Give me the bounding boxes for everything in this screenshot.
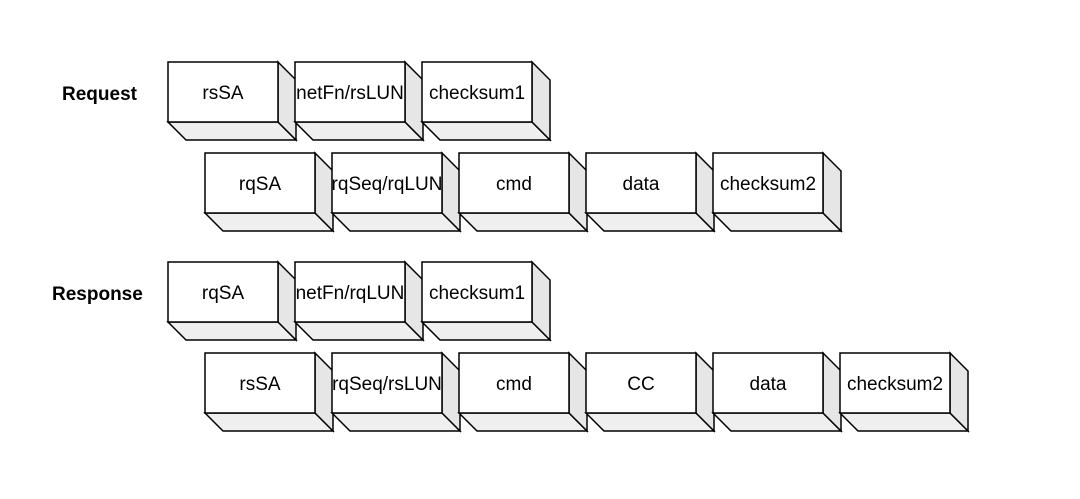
response-row2-block: rqSeq/rsLUN — [330, 351, 462, 433]
block-bottom-face — [330, 212, 462, 232]
block-bottom-face — [203, 212, 335, 232]
block-front-face — [204, 152, 316, 214]
response-row1-block: netFn/rqLUN — [293, 260, 425, 342]
block-label: rqSeq/rsLUN — [332, 374, 442, 395]
block-bottom-face — [457, 212, 589, 232]
block-label: cmd — [496, 174, 532, 195]
block-bottom-face — [166, 321, 298, 341]
block-bottom-face — [420, 121, 552, 141]
block-front-face — [712, 352, 824, 414]
request-label: Request — [62, 84, 137, 105]
block-front-face — [421, 261, 533, 323]
block-bottom-face — [203, 412, 335, 432]
block-front-face — [167, 261, 279, 323]
request-row2-block: checksum2 — [711, 151, 843, 233]
block-bottom-face — [584, 412, 716, 432]
block-front-face — [458, 152, 570, 214]
request-row2-block: data — [584, 151, 716, 233]
block-bottom-face — [166, 121, 298, 141]
block-label: checksum1 — [429, 283, 525, 304]
block-front-face — [331, 352, 443, 414]
block-bottom-face — [293, 121, 425, 141]
block-label: CC — [627, 374, 654, 395]
block-label: rqSA — [202, 283, 245, 304]
request-row2-block: rqSeq/rqLUN — [330, 151, 462, 233]
block-front-face — [167, 61, 279, 123]
response-row2-block: data — [711, 351, 843, 433]
block-bottom-face — [420, 321, 552, 341]
block-front-face — [712, 152, 824, 214]
request-row1-block: checksum1 — [420, 60, 552, 142]
block-label: data — [750, 374, 787, 395]
request-row2-block: rqSA — [203, 151, 335, 233]
block-label: data — [623, 174, 660, 195]
block-label: rqSA — [239, 174, 282, 195]
block-label: netFn/rqLUN — [296, 283, 405, 304]
block-label: rqSeq/rqLUN — [332, 174, 443, 195]
block-front-face — [204, 352, 316, 414]
request-row2-block: cmd — [457, 151, 589, 233]
block-front-face — [585, 352, 697, 414]
block-label: checksum1 — [429, 83, 525, 104]
block-front-face — [421, 61, 533, 123]
block-front-face — [294, 261, 406, 323]
block-front-face — [585, 152, 697, 214]
block-front-face — [458, 352, 570, 414]
request-row1-block: netFn/rsLUN — [293, 60, 425, 142]
response-row1-block: rqSA — [166, 260, 298, 342]
response-row2-block: CC — [584, 351, 716, 433]
response-row2-block: checksum2 — [838, 351, 970, 433]
block-label: checksum2 — [847, 374, 943, 395]
response-row2-block: cmd — [457, 351, 589, 433]
block-label: netFn/rsLUN — [296, 83, 404, 104]
block-bottom-face — [457, 412, 589, 432]
block-label: cmd — [496, 374, 532, 395]
block-bottom-face — [293, 321, 425, 341]
request-row1-block: rsSA — [166, 60, 298, 142]
block-bottom-face — [584, 212, 716, 232]
block-label: rsSA — [202, 83, 244, 104]
response-row1-block: checksum1 — [420, 260, 552, 342]
response-row2-block: rsSA — [203, 351, 335, 433]
block-bottom-face — [330, 412, 462, 432]
block-bottom-face — [711, 412, 843, 432]
block-label: rsSA — [239, 374, 281, 395]
block-bottom-face — [711, 212, 843, 232]
block-bottom-face — [838, 412, 970, 432]
response-label: Response — [52, 284, 143, 305]
block-label: checksum2 — [720, 174, 816, 195]
block-front-face — [839, 352, 951, 414]
block-front-face — [294, 61, 406, 123]
block-front-face — [331, 152, 443, 214]
